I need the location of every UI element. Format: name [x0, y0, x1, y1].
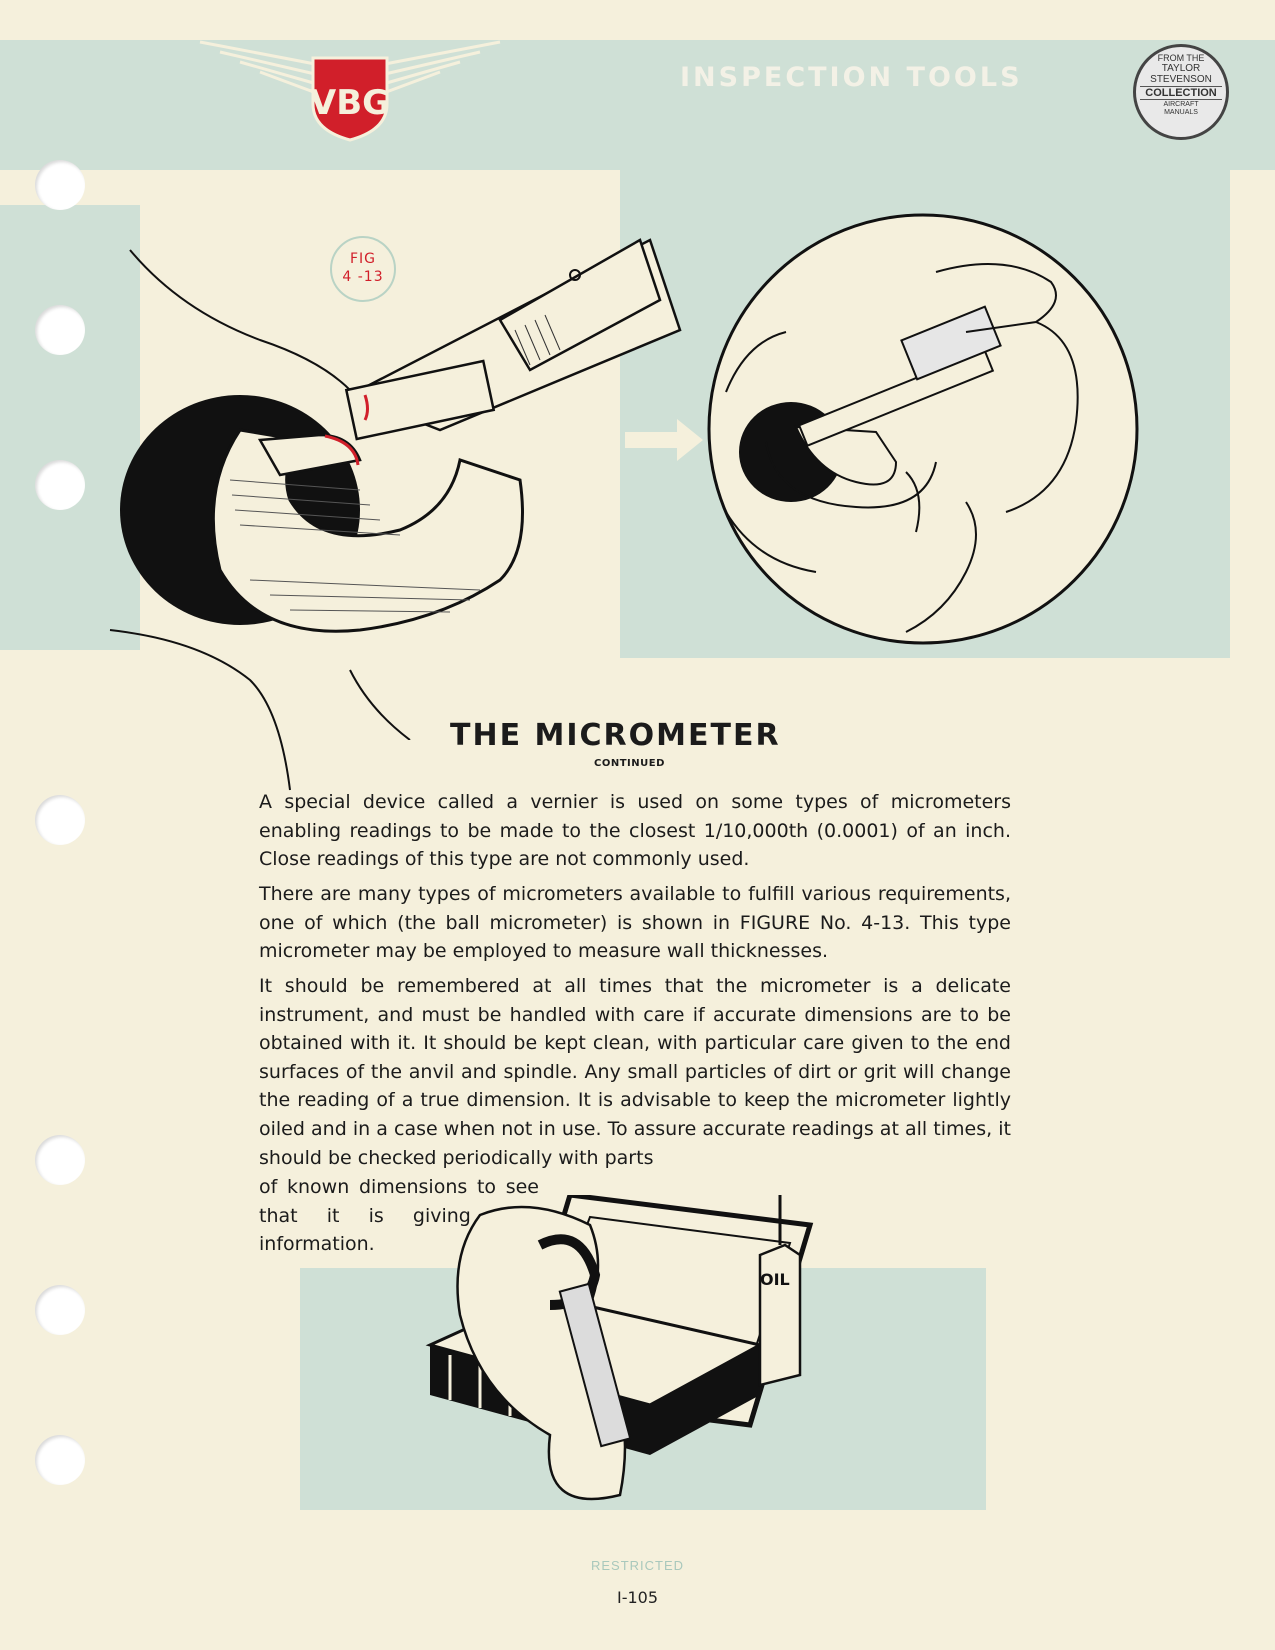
figure-panel-left: [0, 205, 140, 650]
hand-with-micrometer-illustration: [707, 213, 1139, 645]
binder-hole: [35, 460, 85, 510]
stamp-line-bold: COLLECTION: [1140, 86, 1222, 100]
header-band: [0, 40, 1275, 170]
binder-hole: [35, 1285, 85, 1335]
body-paragraph-3: It should be remembered at all times tha…: [259, 975, 1011, 1169]
stamp-line: STEVENSON: [1150, 74, 1212, 85]
binder-hole: [35, 160, 85, 210]
page-header-title: INSPECTION TOOLS: [680, 62, 1023, 93]
binder-hole: [35, 305, 85, 355]
figure-label-top: FIG: [349, 251, 377, 267]
stamp-line: AIRCRAFT: [1163, 101, 1199, 108]
section-title: THE MICROMETER: [450, 718, 781, 753]
binder-hole: [35, 795, 85, 845]
vbg-logo: VBG: [199, 40, 501, 142]
body-paragraph-4: of known dimensions to see that it is gi…: [259, 1176, 539, 1256]
binder-hole: [35, 1135, 85, 1185]
micrometer-case-illustration: OIL: [425, 1195, 814, 1501]
ball-micrometer-illustration: [120, 238, 682, 740]
stamp-line: TAYLOR: [1161, 63, 1201, 74]
arrow-right-icon: [625, 419, 703, 461]
binder-hole: [35, 1435, 85, 1485]
body-paragraph-1: A special device called a vernier is use…: [259, 791, 1011, 871]
figure-label-bottom: 4 -13: [342, 269, 384, 285]
wing-left-icon: [199, 40, 325, 96]
body-paragraph-2: There are many types of micrometers avai…: [259, 883, 1011, 963]
page-number: I-105: [616, 1588, 659, 1607]
collection-stamp: FROM THE TAYLOR STEVENSON COLLECTION AIR…: [1133, 44, 1229, 140]
stamp-arc-text: FROM THE: [1157, 53, 1205, 63]
restricted-label: RESTRICTED: [590, 1558, 685, 1573]
hand-lines: [109, 629, 291, 791]
figure-label-badge: FIG 4 -13: [330, 236, 396, 302]
oil-can-label: OIL: [760, 1270, 790, 1289]
section-subtitle: CONTINUED: [594, 758, 665, 769]
logo-text: VBG: [310, 83, 390, 123]
stamp-line: MANUALS: [1164, 109, 1198, 116]
shield-icon: [311, 56, 389, 142]
wing-right-icon: [375, 40, 501, 96]
